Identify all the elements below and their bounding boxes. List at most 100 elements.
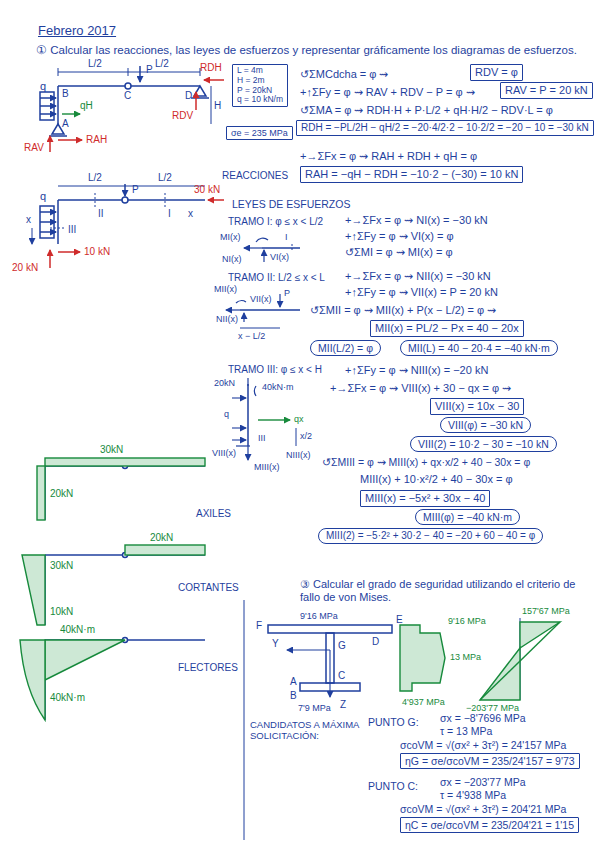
handwritten-note: +→ΣFx = φ ⇝ NI(x) = −30 kN (345, 214, 488, 227)
handwritten-note: PUNTO G: (368, 716, 419, 728)
handwritten-note: qH (80, 100, 93, 112)
result-box: ηG = σe/σcoVM = 235/24'157 = 9'73 (400, 753, 580, 769)
result-oval: MII(L/2) = φ (310, 340, 381, 356)
handwritten-note: ↺ΣMIII = φ ⇝ MIII(x) + qx·x/2 + 40 − 30x… (322, 456, 530, 468)
result-text: MIII(2) = −5·2² + 30·2 − 40 = −20 + 60 −… (326, 530, 535, 542)
handwritten-note: NIII(x) (286, 450, 311, 460)
result-text: MIII(x) = −5x² + 30x − 40 (365, 492, 485, 505)
sketch-line (32, 228, 33, 244)
sketch-polygon (45, 640, 125, 680)
sketch-line (232, 427, 246, 428)
sketch-line (62, 113, 80, 114)
result-text: MII(L) = 40 − 20·4 = −40 kN·m (408, 342, 550, 354)
result-text: P = 20kN (237, 86, 283, 96)
handwritten-note: +↑ΣFy = φ ⇝ NIII(x) = −20 kN (345, 364, 488, 377)
sketch-line (247, 378, 248, 386)
handwritten-note: σx = −8'7696 MPa (440, 712, 526, 724)
result-box: RAH = −qH − RDH = −10·2 − (−30) = 10 kN (300, 166, 523, 183)
sketch-line (40, 211, 56, 213)
sketch-rect (45, 458, 205, 466)
handwritten-note: ↺ΣMA = φ ⇝ RDH·H + P·L/2 + qH·H/2 − RDV·… (300, 104, 553, 117)
handwritten-note: 20kN (214, 378, 235, 388)
handwritten-note: L/2 (158, 172, 172, 184)
result-oval: MIII(2) = −5·2² + 30·2 − 40 = −20 + 60 −… (318, 528, 543, 544)
handwritten-note: +→ΣFx = φ ⇝ RAH + RDH + qH = φ (300, 150, 477, 163)
handwritten-note: AXILES (196, 508, 231, 520)
result-oval: MIII(φ) = −40 kN·m (415, 509, 520, 525)
handwritten-note: 30 kN (194, 184, 220, 196)
sketch-line (165, 193, 166, 207)
handwritten-note: −203'77 MPa (466, 703, 519, 713)
sketch-line (244, 247, 262, 248)
handwritten-note: MIII(x) + 10·x²/2 + 40 − 30x = φ (360, 473, 513, 486)
handwritten-note: VI(x) (270, 252, 289, 262)
result-oval: MII(L) = 40 − 20·4 = −40 kN·m (400, 340, 558, 356)
handwritten-note: τ = 13 MPa (440, 725, 492, 737)
sketch-line (58, 72, 200, 73)
sketch-line (226, 309, 240, 310)
result-text: L = 4m (237, 66, 283, 76)
sketch-line (247, 446, 248, 460)
handwritten-note: CORTANTES (178, 582, 239, 594)
handwritten-note: 30kN (100, 444, 123, 456)
handwritten-note: TRAMO II: L/2 ≤ x < L (228, 272, 325, 284)
handwritten-note: LEYES DE ESFUERZOS (232, 198, 350, 210)
handwritten-note: E (396, 614, 403, 626)
diagram-fills (20, 114, 560, 720)
sketch-line (296, 428, 297, 446)
sketch-rect (125, 545, 205, 555)
handwritten-note: D (372, 636, 379, 648)
sketch-line (236, 445, 250, 446)
handwritten-note: x (188, 208, 193, 220)
result-text: σe = 235 MPa (231, 128, 288, 138)
handwritten-note: D (185, 90, 192, 102)
sketch-line (232, 439, 246, 440)
result-text: VIII(φ) = −30 kN (448, 419, 523, 431)
handwritten-note: 40kN·m (262, 382, 294, 392)
sketch-line (480, 622, 560, 700)
sketch-polygon (22, 555, 45, 625)
handwritten-note: Y (272, 638, 279, 650)
handwritten-note: II (98, 208, 104, 220)
sketch-line (40, 231, 56, 233)
handwritten-note: 10kN (50, 606, 73, 618)
result-box: MIII(x) = −5x² + 30x − 40 (360, 490, 490, 507)
sketch-rect (37, 466, 45, 520)
handwritten-note: x/2 (300, 431, 312, 441)
handwritten-note: σx = −203'77 MPa (440, 776, 526, 788)
handwritten-note: RDH (200, 62, 222, 74)
sketch-line (263, 250, 264, 262)
sketch-path (256, 238, 268, 242)
handwritten-note: 13 MPa (450, 652, 481, 662)
handwritten-note: H (214, 100, 221, 112)
sketch-line (329, 650, 330, 697)
result-text: ηG = σe/σcoVM = 235/24'157 = 9'73 (405, 755, 575, 767)
sketch-line (232, 397, 246, 398)
result-text: RDV = φ (475, 66, 518, 79)
handwritten-note: 4'937 MPa (402, 697, 445, 707)
sketch-line (195, 92, 197, 110)
result-box: RDH = −PL/2H − qH/2 = −20·4/2·2 − 10·2/2… (296, 120, 594, 136)
handwritten-note: MIII(x) (254, 462, 280, 472)
handwritten-note: ↺ΣMCdcha = φ ⇝ (300, 68, 389, 81)
sketch-line (258, 419, 290, 420)
handwritten-note: P (132, 184, 139, 196)
handwritten-note: III (258, 433, 266, 443)
sketch-line (40, 113, 56, 115)
handwritten-note: +↑ΣFy = φ ⇝ VII(x) = P = 20 kN (345, 286, 498, 299)
handwritten-note: +↑ΣFy = φ ⇝ RAV + RDV − P = φ ⇝ (300, 86, 475, 99)
result-box: RAV = P = 20 kN (500, 82, 593, 99)
handwritten-note: REACCIONES (222, 170, 288, 182)
sketch-line (262, 247, 300, 249)
handwritten-note: 20kN (50, 488, 73, 500)
result-text: VIII(2) = 10·2 − 30 = −10 kN (418, 438, 549, 450)
reaction-arrows (50, 80, 224, 268)
sketch-line (204, 79, 224, 81)
handwritten-note: σcoVM = √(σx² + 3τ²) = 24'157 MPa (400, 739, 566, 751)
result-text: MII(x) = PL/2 − Px = 40 − 20x (375, 322, 519, 335)
sketch-circle (122, 197, 128, 203)
sketch-line (128, 68, 129, 76)
handwritten-note: q (224, 409, 229, 419)
handwritten-note: TRAMO I: φ ≤ x < L/2 (228, 216, 323, 228)
